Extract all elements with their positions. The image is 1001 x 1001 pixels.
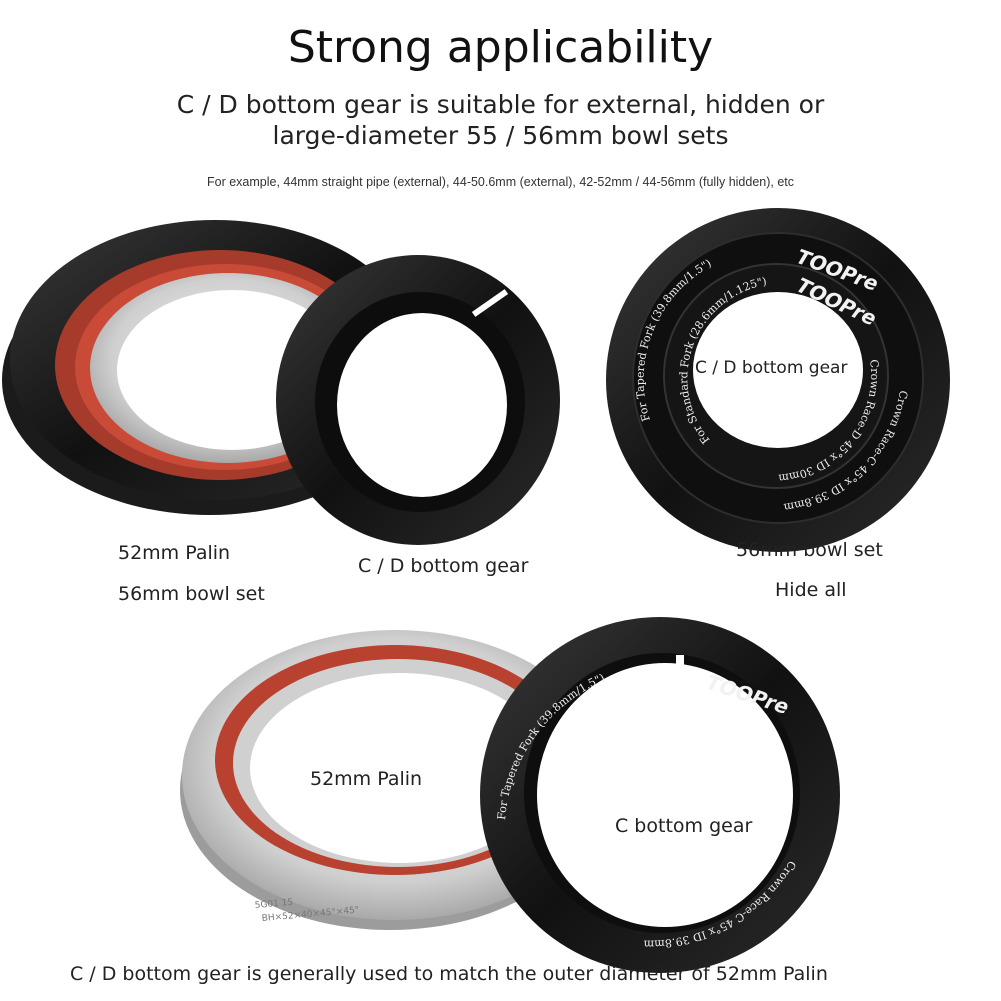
label-hide-all: Hide all [775,579,847,601]
label-56mm-bowl-set: 56mm bowl set [118,583,265,605]
page-title: Strong applicability [287,22,714,73]
subtitle-line-2: large-diameter 55 / 56mm bowl sets [272,121,729,150]
c-bottom-gear-image: TOOPre For Tapered Fork (39.8mm/1.5") Cr… [480,617,840,973]
label-c-bottom-gear: C bottom gear [615,815,753,837]
subtitle-line-1: C / D bottom gear is suitable for extern… [176,90,825,119]
cd-bottom-gear-image: TOOPre TOOPre For Tapered Fork (39.8mm/1… [606,208,950,552]
label-cd-bottom-gear: C / D bottom gear [358,555,529,577]
cd-crown-race-ring-image [276,255,560,545]
label-56mm-bowl-set-right: 56mm bowl set [736,539,883,561]
label-52mm-palin: 52mm Palin [118,542,231,564]
bearing-marking: 5G01 15 [254,898,293,911]
example-text: For example, 44mm straight pipe (externa… [206,175,795,189]
label-52mm-palin-bottom: 52mm Palin [310,768,423,790]
label-cd-bottom-gear-center: C / D bottom gear [695,358,848,378]
footer-text: C / D bottom gear is generally used to m… [70,963,828,985]
